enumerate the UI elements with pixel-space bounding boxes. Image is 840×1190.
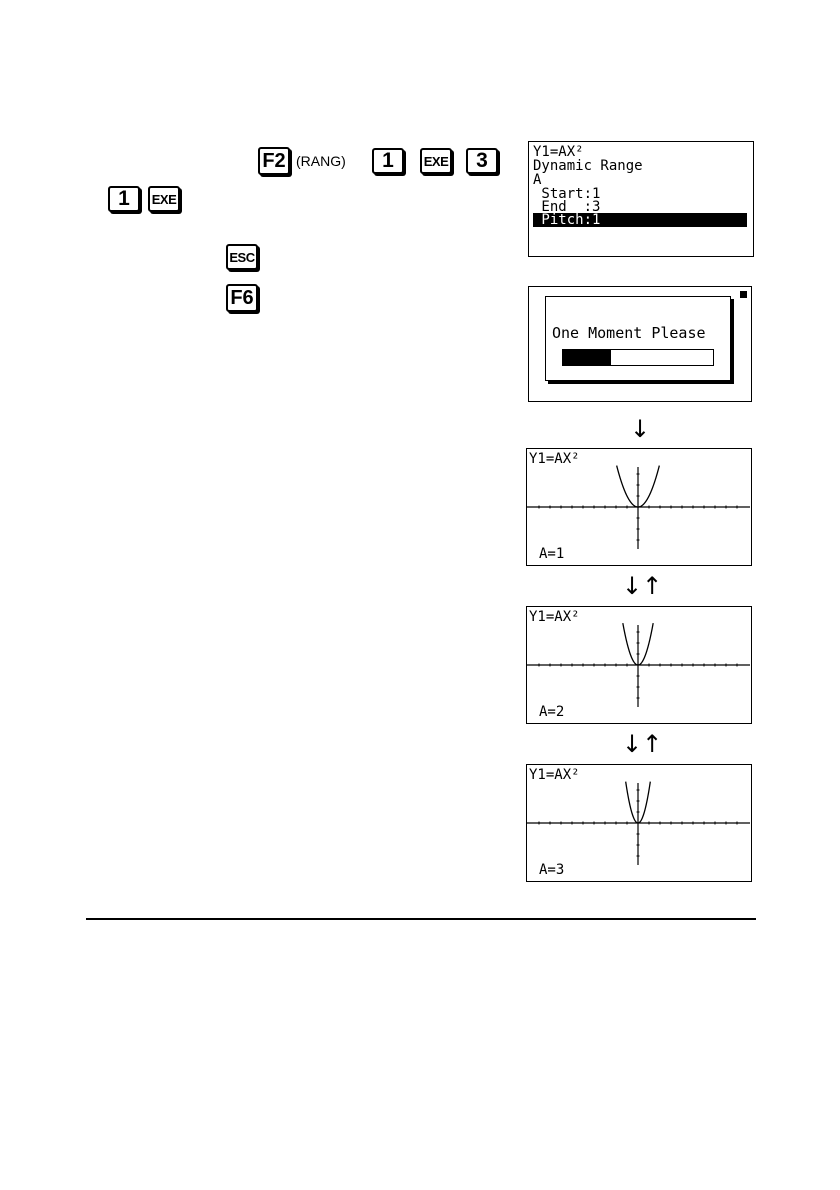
wait-message: One Moment Please (552, 324, 706, 342)
dynamic-range-title: Dynamic Range (533, 158, 643, 174)
graph-equation-3: Y1=AX² (529, 767, 580, 783)
graph-screen-2: Y1=AX² A=2 (526, 606, 752, 724)
parabola-left-branch (616, 465, 638, 508)
pitch-line: Pitch:1 (533, 213, 747, 227)
rang-label: (RANG) (296, 153, 346, 169)
esc-key[interactable]: ESC (226, 244, 258, 270)
exe-key[interactable]: EXE (420, 148, 452, 174)
down-up-arrow-2: ↓↑ (622, 730, 663, 758)
f2-key[interactable]: F2 (258, 147, 290, 175)
graph-screen-1: Y1=AX² A=1 (526, 448, 752, 566)
parabola-right-branch (637, 781, 651, 824)
progress-bar-fill (563, 350, 611, 365)
wait-screen: One Moment Please (528, 286, 752, 402)
one-key[interactable]: 1 (372, 148, 404, 174)
dynamic-range-screen: Y1=AX² Dynamic Range A Start:1 End :3 Pi… (528, 141, 754, 257)
start-line: Start:1 (533, 186, 601, 202)
down-arrow: ↓ (630, 415, 651, 443)
f6-key[interactable]: F6 (226, 284, 258, 312)
exe-key-second[interactable]: EXE (148, 186, 180, 212)
one-key-second[interactable]: 1 (108, 186, 140, 212)
variable-line: A (533, 172, 542, 188)
graph-plot-2 (527, 622, 750, 707)
graph-equation-2: Y1=AX² (529, 609, 580, 625)
graph-param-2: A=2 (539, 704, 565, 720)
three-key[interactable]: 3 (466, 148, 498, 174)
parabola-left-branch (625, 781, 639, 824)
graph-plot-1 (527, 465, 750, 549)
graph-param-1: A=1 (539, 546, 565, 562)
wait-dialog: One Moment Please (545, 296, 731, 381)
graph-param-3: A=3 (539, 862, 565, 878)
end-line: End :3 (533, 199, 601, 215)
graph-plot-3 (527, 781, 750, 865)
progress-bar (562, 349, 714, 366)
parabola-right-branch (638, 465, 660, 508)
equation-line: Y1=AX² (533, 144, 584, 160)
down-up-arrow-1: ↓↑ (622, 572, 663, 600)
section-divider (86, 918, 756, 920)
parabola-left-branch (622, 622, 639, 666)
graph-screen-3: Y1=AX² A=3 (526, 764, 752, 882)
busy-indicator (740, 291, 747, 298)
parabola-right-branch (637, 622, 654, 666)
graph-equation-1: Y1=AX² (529, 451, 580, 467)
